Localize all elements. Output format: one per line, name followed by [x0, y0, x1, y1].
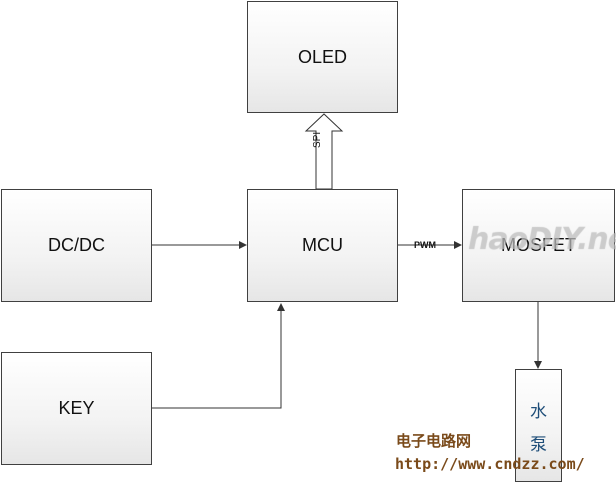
- pump-label-char2: 泵: [530, 434, 547, 455]
- key-block: KEY: [1, 352, 152, 465]
- arrow-key-to-mcu: [152, 303, 285, 409]
- pwm-edge-label: PWM: [414, 240, 436, 250]
- key-label: KEY: [58, 398, 95, 418]
- mcu-block: MCU: [247, 189, 398, 302]
- watermark-logo: haoDIY.net: [468, 222, 616, 257]
- oled-label: OLED: [297, 46, 348, 67]
- pump-label-char1: 水: [530, 401, 547, 422]
- dcdc-label: DC/DC: [48, 235, 105, 255]
- mosfet-block: MOSFET: [462, 189, 615, 302]
- pump-block: 水 泵: [515, 369, 562, 482]
- watermark-url: http://www.cndzz.com/: [395, 455, 585, 473]
- oled-block: OLED: [247, 1, 398, 113]
- spi-edge-label: SPI: [312, 131, 323, 148]
- watermark-site-name: 电子电路网: [396, 432, 472, 450]
- arrow-spi-mcu-to-oled: [304, 113, 344, 190]
- dcdc-block: DC/DC: [1, 189, 152, 302]
- mcu-label: MCU: [302, 235, 343, 255]
- mosfet-label: MOSFET: [501, 235, 576, 255]
